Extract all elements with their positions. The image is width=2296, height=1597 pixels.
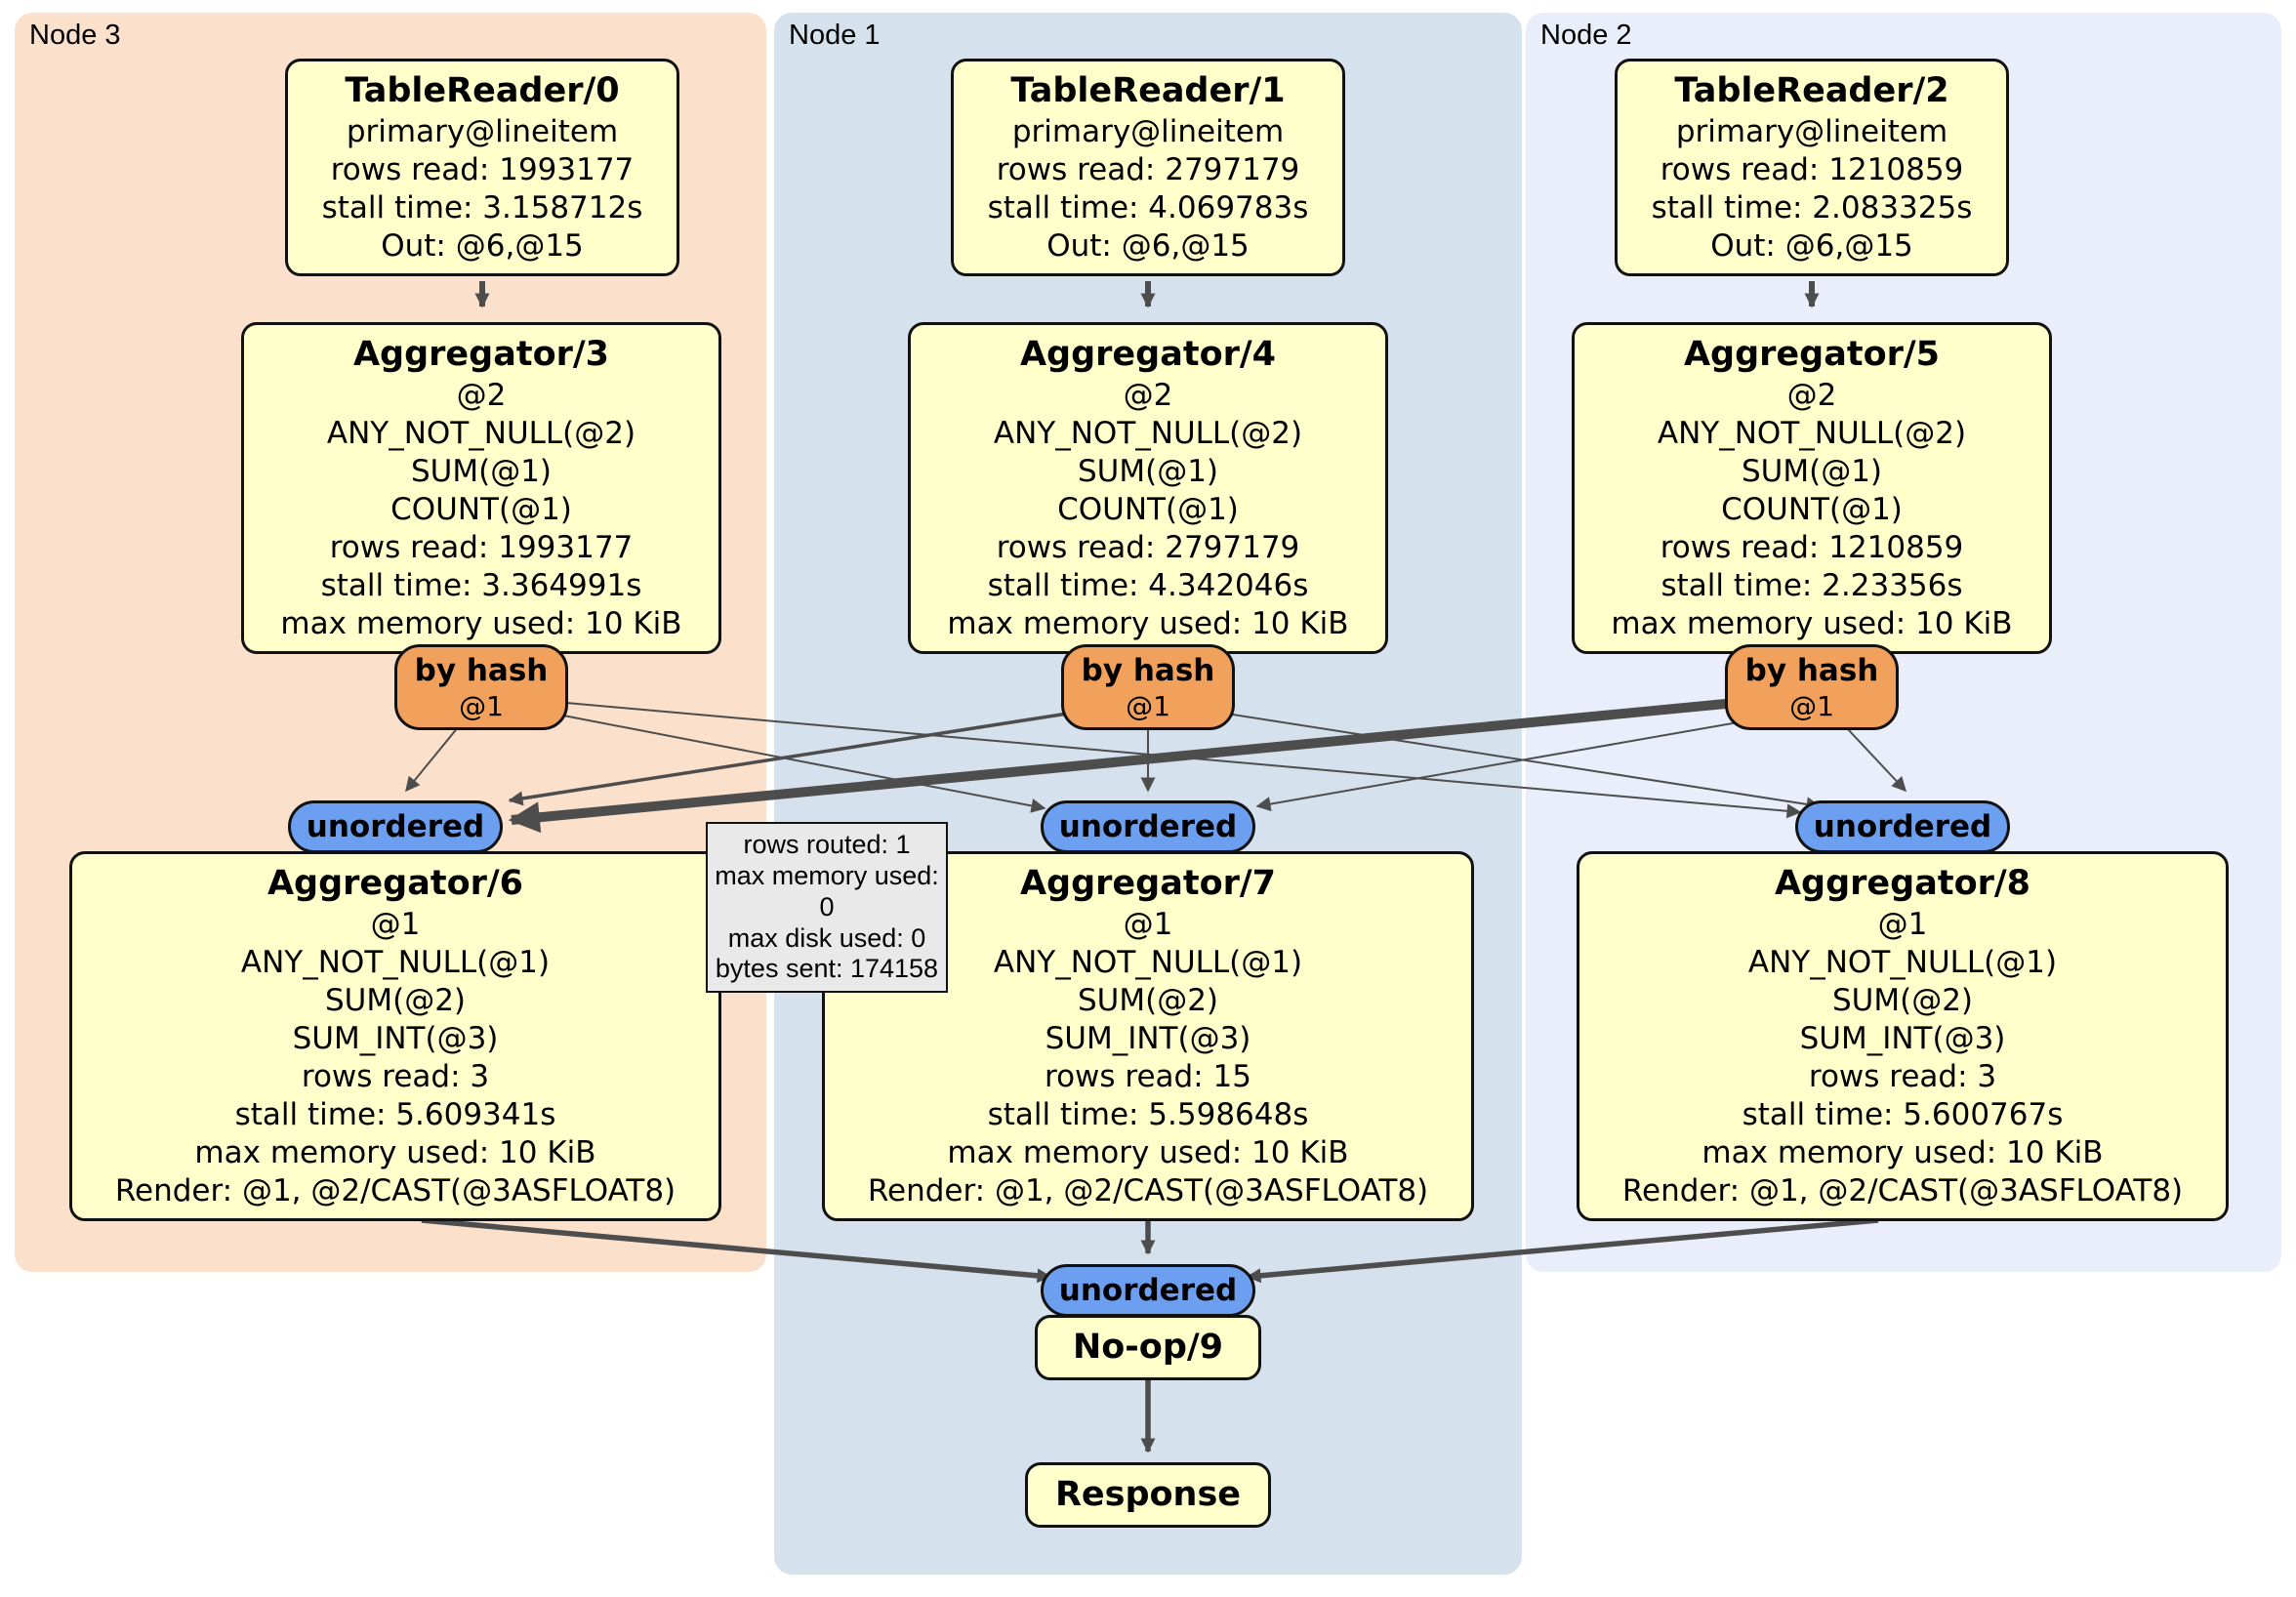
processor-title: TableReader/0 [345,71,620,110]
edge-agg6-unfinal[interactable] [421,1217,1052,1284]
node2-region-label: Node 2 [1540,20,1632,51]
processor-aggregator-7[interactable]: Aggregator/7 @1 ANY_NOT_NULL(@1) SUM(@2)… [822,851,1474,1222]
processor-table-reader-1[interactable]: TableReader/1 primary@lineitem rows read… [951,59,1345,276]
processor-title: Aggregator/5 [1683,335,1941,374]
node1-region-label: Node 1 [789,20,881,51]
router-label: by hash [1081,653,1215,688]
edge-byhash2-un3[interactable] [508,698,1737,834]
input-unordered-node1[interactable]: unordered [1041,800,1255,853]
router-label: by hash [414,653,549,688]
processor-table-reader-0[interactable]: TableReader/0 primary@lineitem rows read… [285,59,679,276]
router-by-hash-node1[interactable]: by hash @1 [1061,644,1235,731]
router-detail: @1 [1789,689,1834,722]
processor-title: Response [1054,1475,1242,1514]
edge-byhash3-un3[interactable] [405,725,460,793]
processor-noop-9[interactable]: No-op/9 [1035,1315,1261,1380]
router-by-hash-node3[interactable]: by hash @1 [394,644,568,731]
processor-details: primary@lineitem rows read: 2797179 stal… [987,113,1309,264]
processor-aggregator-6[interactable]: Aggregator/6 @1 ANY_NOT_NULL(@1) SUM(@2)… [69,851,721,1222]
processor-aggregator-5[interactable]: Aggregator/5 @2 ANY_NOT_NULL(@2) SUM(@1)… [1572,322,2052,655]
processor-details: @1 ANY_NOT_NULL(@1) SUM(@2) SUM_INT(@3) … [114,906,676,1209]
processor-details: @1 ANY_NOT_NULL(@1) SUM(@2) SUM_INT(@3) … [867,906,1429,1209]
processor-details: @2 ANY_NOT_NULL(@2) SUM(@1) COUNT(@1) ro… [280,377,682,642]
edge-byhash2-un1[interactable] [1255,719,1750,812]
processor-details: @2 ANY_NOT_NULL(@2) SUM(@1) COUNT(@1) ro… [947,377,1349,642]
processor-details: @1 ANY_NOT_NULL(@1) SUM(@2) SUM_INT(@3) … [1621,906,2184,1209]
processor-details: primary@lineitem rows read: 1993177 stal… [321,113,643,264]
processor-table-reader-2[interactable]: TableReader/2 primary@lineitem rows read… [1615,59,2009,276]
router-label: by hash [1744,653,1879,688]
processor-response[interactable]: Response [1025,1462,1271,1528]
processor-title: Aggregator/3 [352,335,610,374]
edge-agg8-unfinal[interactable] [1246,1217,1879,1284]
edge-byhash3-un1[interactable] [557,714,1046,813]
router-detail: @1 [1126,689,1170,722]
edge-byhash1-un3[interactable] [508,711,1075,806]
processor-title: TableReader/2 [1674,71,1949,110]
edge-stats-tooltip: rows routed: 1 max memory used: 0 max di… [706,822,948,994]
edge-byhash1-un2[interactable] [1219,712,1822,812]
processor-title: TableReader/1 [1010,71,1286,110]
processor-title: Aggregator/7 [1019,864,1277,903]
processor-title: Aggregator/6 [266,864,524,903]
processor-title: No-op/9 [1072,1328,1224,1367]
processor-aggregator-8[interactable]: Aggregator/8 @1 ANY_NOT_NULL(@1) SUM(@2)… [1577,851,2229,1222]
node3-region-label: Node 3 [29,20,121,51]
processor-aggregator-3[interactable]: Aggregator/3 @2 ANY_NOT_NULL(@2) SUM(@1)… [241,322,721,655]
processor-details: primary@lineitem rows read: 1210859 stal… [1651,113,1973,264]
processor-title: Aggregator/8 [1774,864,2031,903]
processor-details: @2 ANY_NOT_NULL(@2) SUM(@1) COUNT(@1) ro… [1611,377,2013,642]
input-unordered-final[interactable]: unordered [1041,1264,1255,1317]
input-unordered-node2[interactable]: unordered [1795,800,2010,853]
router-by-hash-node2[interactable]: by hash @1 [1725,644,1899,731]
router-detail: @1 [459,689,504,722]
processor-title: Aggregator/4 [1019,335,1277,374]
input-unordered-node3[interactable]: unordered [288,800,503,853]
processor-aggregator-4[interactable]: Aggregator/4 @2 ANY_NOT_NULL(@2) SUM(@1)… [908,322,1388,655]
edge-byhash2-un2[interactable] [1846,727,1907,793]
